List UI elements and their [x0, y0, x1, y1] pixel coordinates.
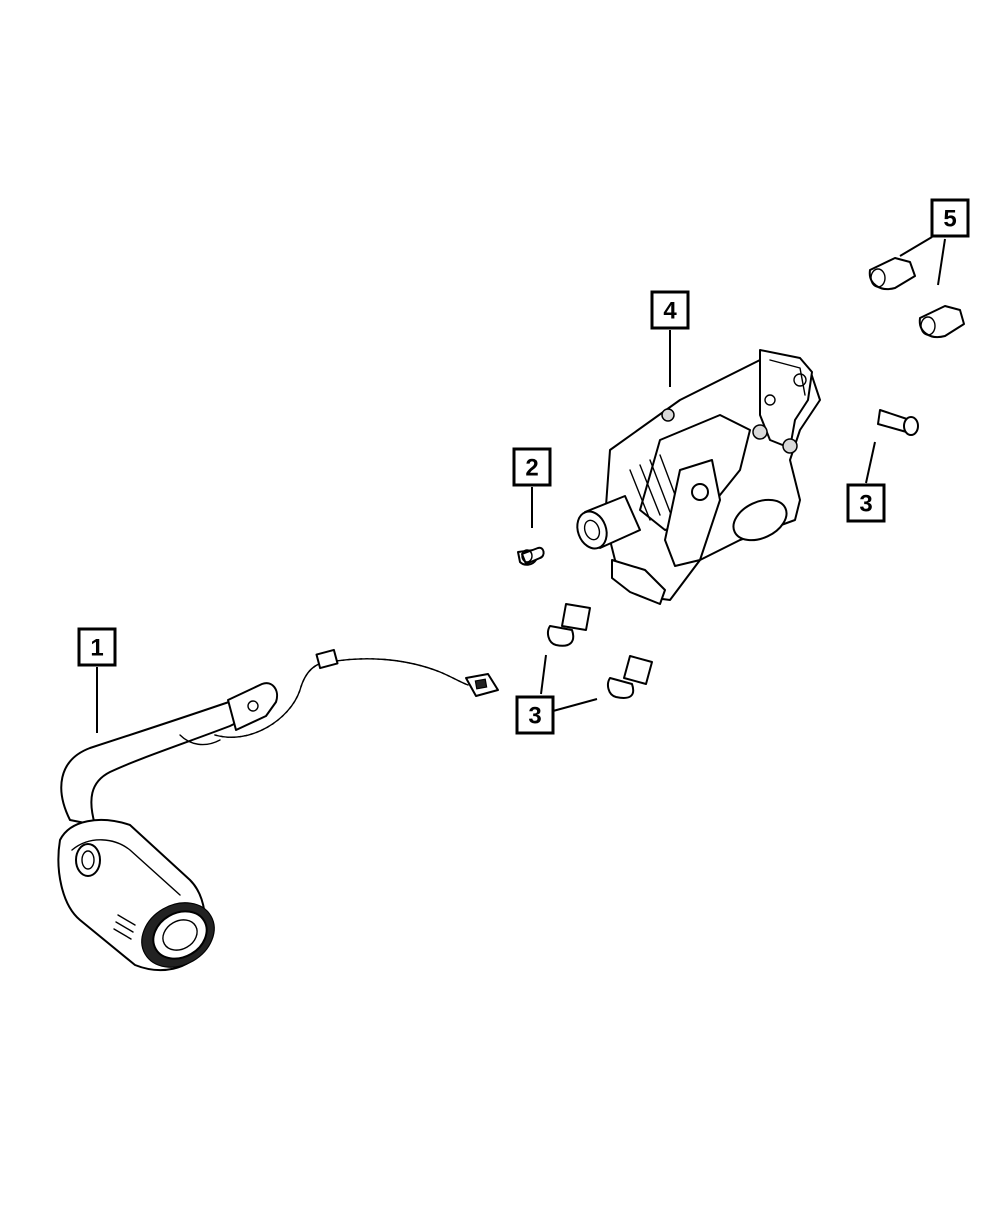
leader-3a-b: [552, 698, 598, 712]
nut-insert-icon: [868, 257, 965, 338]
callout-label: 4: [663, 298, 677, 325]
callout-label: 3: [528, 703, 541, 730]
callout-1: 1: [77, 627, 117, 667]
steering-column-icon: [576, 349, 821, 605]
callout-4: 4: [650, 290, 690, 330]
flange-bolt-icon: [547, 409, 919, 699]
callout-5: 5: [930, 198, 970, 238]
leader-5a: [899, 236, 933, 257]
leader-3a: [540, 654, 547, 695]
callout-3a: 3: [515, 695, 555, 735]
callout-label: 3: [859, 491, 872, 518]
callout-label: 2: [525, 455, 538, 482]
callout-label: 1: [90, 635, 103, 662]
shift-lever-with-harness-icon: [57, 648, 499, 971]
callout-3b: 3: [846, 483, 886, 523]
leader-3b: [865, 441, 876, 484]
callout-label: 5: [943, 206, 956, 233]
stud-bolt-icon: [517, 546, 545, 566]
leader-5b: [937, 238, 946, 286]
callout-2: 2: [512, 447, 552, 487]
leader-lines: [96, 236, 946, 733]
